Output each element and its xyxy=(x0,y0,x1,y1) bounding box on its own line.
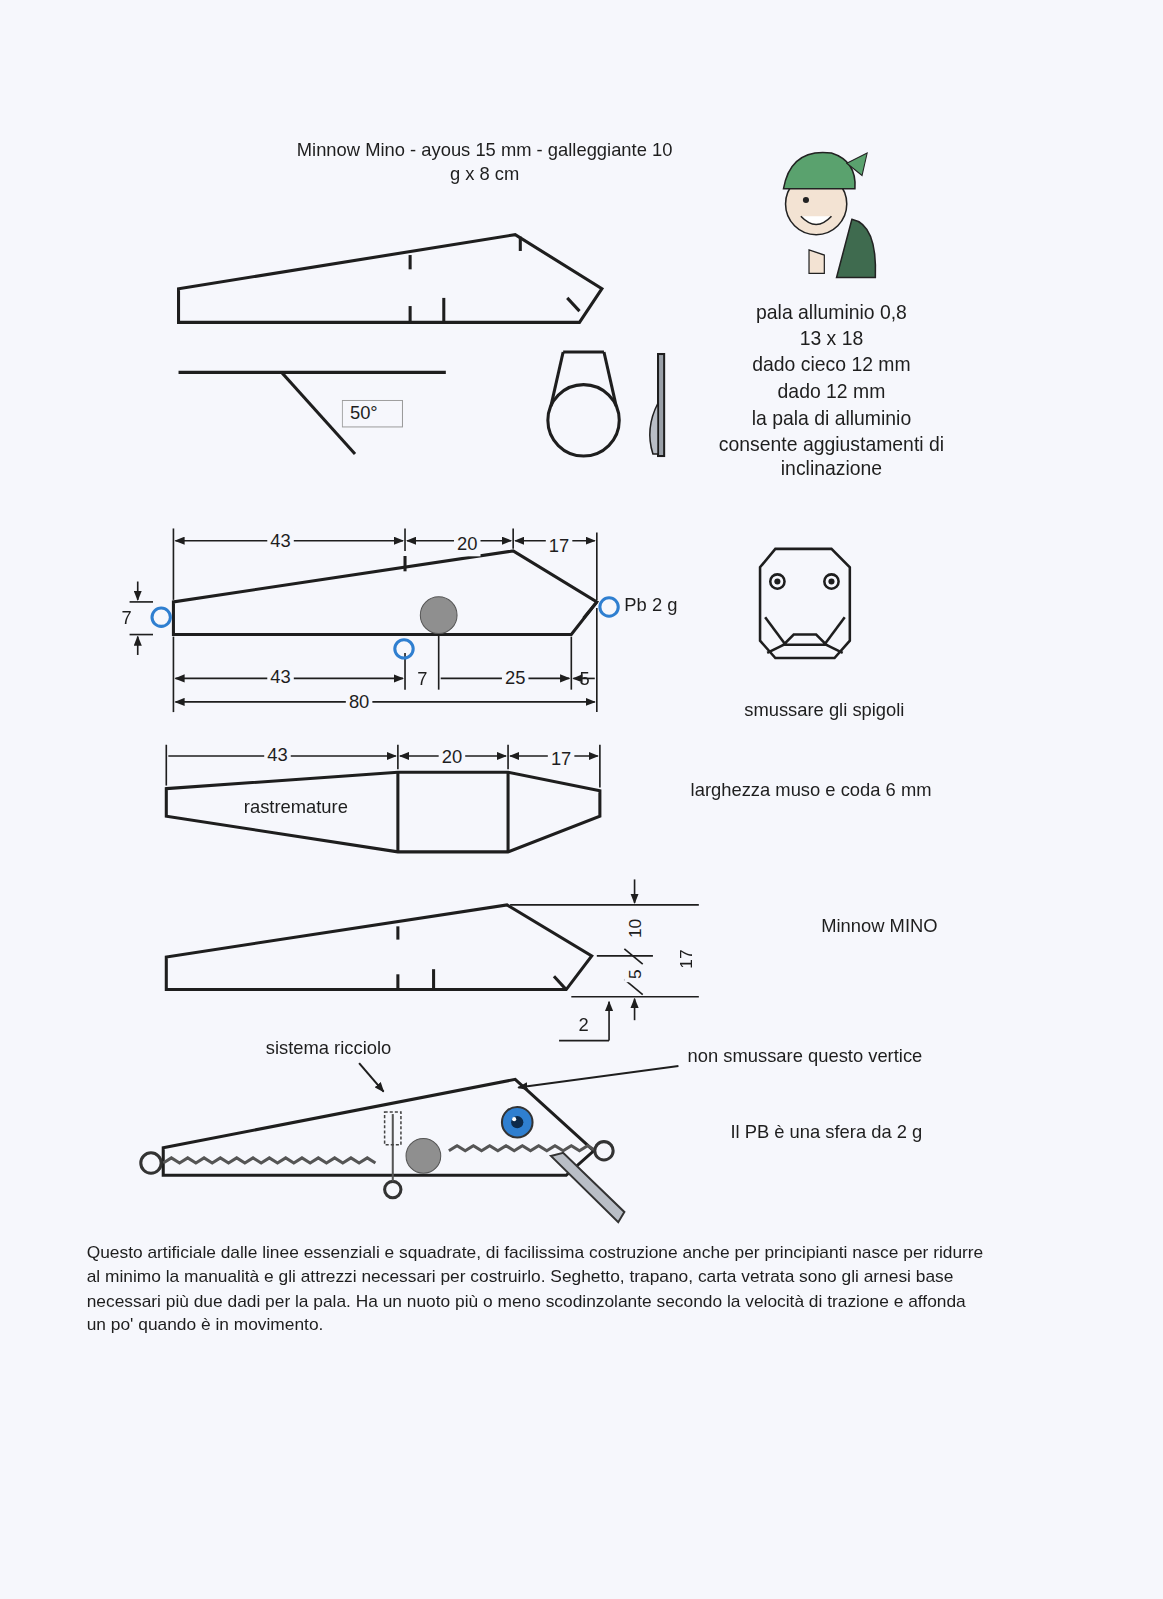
dimension: 20 xyxy=(454,533,481,557)
note: smussare gli spigoli xyxy=(744,699,904,723)
part-note: rastremature xyxy=(244,796,348,820)
dimension: 25 xyxy=(502,667,529,691)
note: larghezza muso e coda 6 mm xyxy=(691,779,932,803)
callout: sistema ricciolo xyxy=(266,1037,392,1061)
dimension: 5 xyxy=(624,966,647,982)
spec-note: dado cieco 12 mm xyxy=(752,353,910,378)
drawing-name: Minnow MINO xyxy=(821,914,937,938)
dimension: 20 xyxy=(439,746,466,770)
dimension: 43 xyxy=(267,530,294,554)
dimension: 43 xyxy=(264,744,291,768)
dimension: 10 xyxy=(624,916,647,941)
dimension: 7 xyxy=(121,606,131,630)
dimension: 43 xyxy=(267,665,294,689)
dimension: 17 xyxy=(546,535,573,559)
callout: non smussare questo vertice xyxy=(688,1045,923,1069)
title: Minnow Mino - ayous 15 mm - galleggiante… xyxy=(291,139,679,187)
spec-note: 13 x 18 xyxy=(800,327,864,352)
dimension: 5 xyxy=(579,668,589,692)
cartoon xyxy=(784,152,876,277)
weight-note: Pb 2 g xyxy=(624,594,677,618)
spec-note: pala alluminio 0,8 xyxy=(756,301,907,326)
dimension: 80 xyxy=(346,691,373,715)
spec-note: la pala di alluminio consente aggiustame… xyxy=(712,407,952,483)
dimension: 17 xyxy=(548,748,575,772)
note: Il PB è una sfera da 2 g xyxy=(730,1120,922,1144)
dimension: 17 xyxy=(675,949,698,968)
description-paragraph: Questo artificiale dalle linee essenzial… xyxy=(87,1241,985,1338)
angle-box: 50° xyxy=(342,400,403,428)
angle-label: 50° xyxy=(350,403,378,423)
dimension: 7 xyxy=(417,668,427,692)
spec-note: dado 12 mm xyxy=(778,379,886,404)
dimension: 2 xyxy=(578,1013,588,1037)
